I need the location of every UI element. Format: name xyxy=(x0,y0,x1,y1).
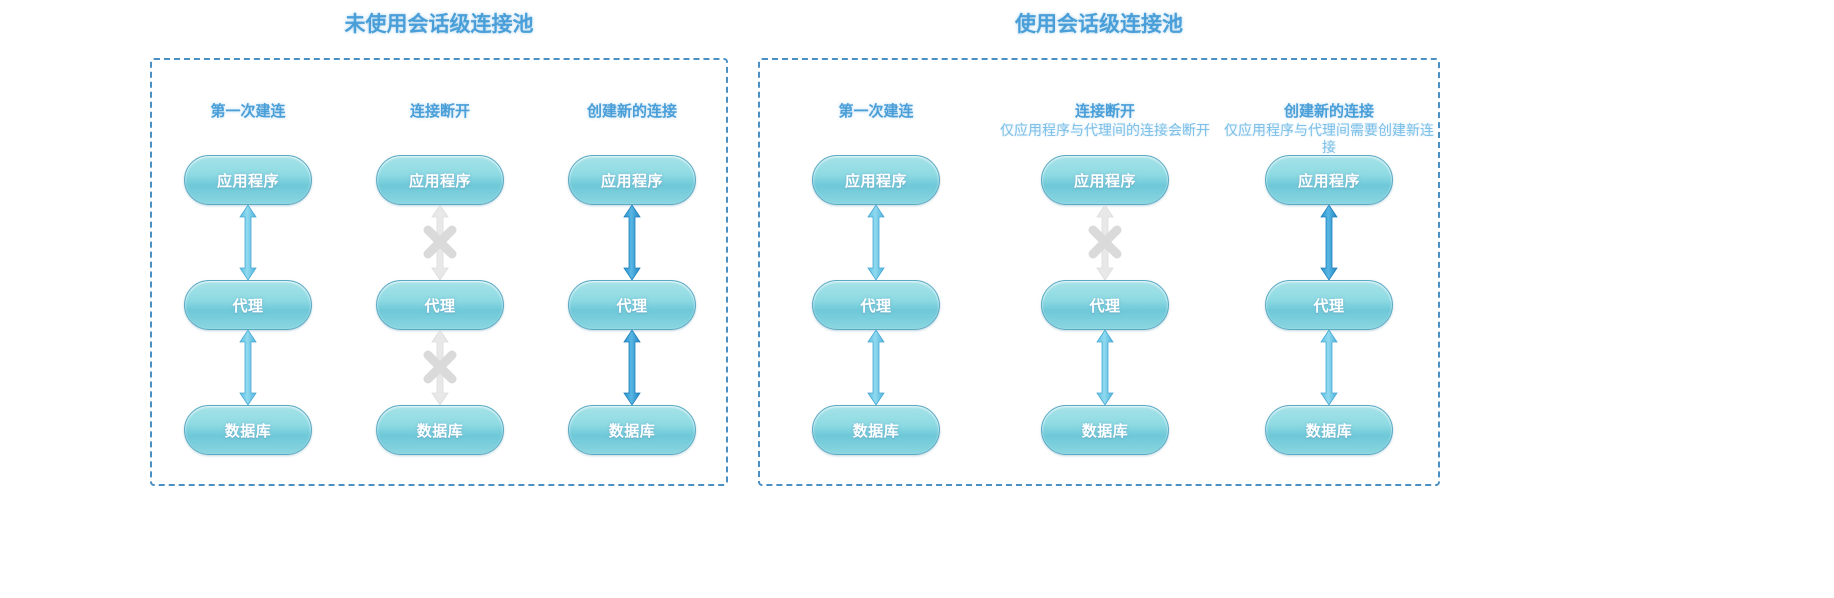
connector-agent-db xyxy=(1094,330,1116,405)
broken-link-x-icon xyxy=(420,222,460,262)
node-label: 应用程序 xyxy=(216,172,279,190)
node-label: 数据库 xyxy=(416,422,464,440)
column-title: 连接断开 xyxy=(1074,103,1135,120)
node-agent: 代理 xyxy=(376,280,504,330)
column-disconnect-right: 连接断开 仅应用程序与代理间的连接会断开 应用程序 代理 xyxy=(992,60,1218,484)
column-header: 第一次建连 xyxy=(152,102,344,121)
broken-link-x-icon xyxy=(420,347,460,387)
column-subtitle: 仅应用程序与代理间的连接会断开 xyxy=(1000,122,1210,138)
column-header: 连接断开 xyxy=(344,102,536,121)
node-label: 数据库 xyxy=(1305,422,1353,440)
node-label: 代理 xyxy=(1313,297,1345,315)
panel-title-with-pool: 使用会话级连接池 xyxy=(1015,13,1183,36)
node-label: 数据库 xyxy=(608,422,656,440)
panel-with-pool: 第一次建连 应用程序 代理 数据库 xyxy=(758,58,1440,486)
node-application: 应用程序 xyxy=(184,155,312,205)
node-database: 数据库 xyxy=(568,405,696,455)
node-database: 数据库 xyxy=(1041,405,1169,455)
connector-app-agent xyxy=(237,205,259,280)
connector-agent-db xyxy=(1318,330,1340,405)
node-database: 数据库 xyxy=(1265,405,1393,455)
node-database: 数据库 xyxy=(812,405,940,455)
node-label: 应用程序 xyxy=(600,172,663,190)
broken-link-x-icon xyxy=(1085,222,1125,262)
node-label: 代理 xyxy=(860,297,892,315)
column-header: 连接断开 仅应用程序与代理间的连接会断开 xyxy=(992,102,1218,139)
connector-app-agent xyxy=(1318,205,1340,280)
node-database: 数据库 xyxy=(376,405,504,455)
node-label: 代理 xyxy=(1089,297,1121,315)
node-label: 代理 xyxy=(616,297,648,315)
node-label: 应用程序 xyxy=(1297,172,1360,190)
node-application: 应用程序 xyxy=(568,155,696,205)
node-application: 应用程序 xyxy=(376,155,504,205)
column-title: 第一次建连 xyxy=(210,103,286,120)
node-agent: 代理 xyxy=(568,280,696,330)
node-label: 代理 xyxy=(232,297,264,315)
connector-app-agent xyxy=(621,205,643,280)
node-label: 数据库 xyxy=(1081,422,1129,440)
node-application: 应用程序 xyxy=(1041,155,1169,205)
connector-agent-db xyxy=(237,330,259,405)
column-create-new-right: 创建新的连接 仅应用程序与代理间需要创建新连接 应用程序 代理 数据库 xyxy=(1218,60,1440,484)
column-title: 第一次建连 xyxy=(838,103,914,120)
column-title: 创建新的连接 xyxy=(1283,103,1374,120)
column-create-new-left: 创建新的连接 应用程序 xyxy=(536,60,728,484)
node-label: 应用程序 xyxy=(408,172,471,190)
node-agent: 代理 xyxy=(1041,280,1169,330)
column-title: 创建新的连接 xyxy=(586,103,677,120)
column-header: 创建新的连接 xyxy=(536,102,728,121)
node-agent: 代理 xyxy=(812,280,940,330)
column-first-connect-left: 第一次建连 应用程序 xyxy=(152,60,344,484)
node-label: 代理 xyxy=(424,297,456,315)
node-label: 数据库 xyxy=(224,422,272,440)
node-database: 数据库 xyxy=(184,405,312,455)
panel-without-pool: 第一次建连 应用程序 xyxy=(150,58,728,486)
node-label: 应用程序 xyxy=(844,172,907,190)
column-title: 连接断开 xyxy=(409,103,470,120)
column-first-connect-right: 第一次建连 应用程序 代理 数据库 xyxy=(760,60,992,484)
panel-title-without-pool: 未使用会话级连接池 xyxy=(344,13,534,36)
node-agent: 代理 xyxy=(184,280,312,330)
node-application: 应用程序 xyxy=(812,155,940,205)
connector-agent-db xyxy=(621,330,643,405)
connector-app-agent xyxy=(865,205,887,280)
connector-agent-db xyxy=(865,330,887,405)
node-application: 应用程序 xyxy=(1265,155,1393,205)
node-label: 应用程序 xyxy=(1073,172,1136,190)
column-subtitle: 仅应用程序与代理间需要创建新连接 xyxy=(1224,122,1434,155)
node-agent: 代理 xyxy=(1265,280,1393,330)
node-label: 数据库 xyxy=(852,422,900,440)
column-header: 创建新的连接 仅应用程序与代理间需要创建新连接 xyxy=(1218,102,1440,156)
column-disconnect-left: 连接断开 应用程序 代理 xyxy=(344,60,536,484)
column-header: 第一次建连 xyxy=(760,102,992,121)
